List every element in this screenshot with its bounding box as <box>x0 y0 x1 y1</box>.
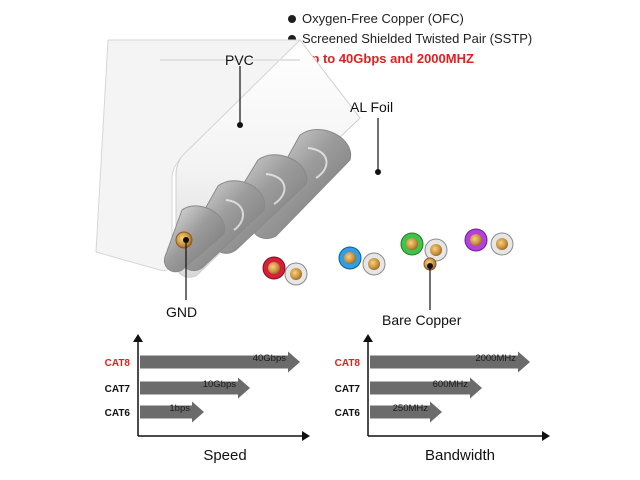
value-label: 600MHz <box>433 379 469 390</box>
category-label: CAT7 <box>105 384 131 395</box>
bullet-dot-icon <box>288 15 296 23</box>
value-label: 2000MHz <box>475 353 516 364</box>
feature-item-ofc: Oxygen-Free Copper (OFC) <box>288 9 532 29</box>
feature-text: Screened Shielded Twisted Pair (SSTP) <box>302 31 533 46</box>
bar-arrow <box>140 351 300 373</box>
gnd-label: GND <box>166 304 198 320</box>
feature-item-sstp: Screened Shielded Twisted Pair (SSTP) <box>288 29 532 49</box>
category-label: CAT8 <box>105 358 131 369</box>
category-label: CAT6 <box>105 408 131 419</box>
x-axis-label: Bandwidth <box>425 447 495 464</box>
feature-text: Up to 40Gbps and 2000MHZ <box>302 51 474 66</box>
bar-arrow <box>140 377 250 399</box>
pvc-label: PVC <box>225 52 254 68</box>
x-axis-label: Speed <box>203 447 246 464</box>
value-label: 250MHz <box>393 403 429 414</box>
category-label: CAT7 <box>335 384 361 395</box>
category-label: CAT8 <box>335 358 361 369</box>
feature-list: Oxygen-Free Copper (OFC) Screened Shield… <box>288 9 532 69</box>
x-axis-arrowhead <box>542 431 550 441</box>
al-foil-label: AL Foil <box>350 99 394 115</box>
value-label: 40Gbps <box>253 353 287 364</box>
bar-arrow <box>370 401 442 423</box>
bar-arrow <box>370 377 482 399</box>
bare-copper-label: Bare Copper <box>382 312 462 328</box>
cable-cross-section-icon <box>95 39 514 310</box>
y-axis-arrowhead <box>133 334 143 342</box>
value-label: 1bps <box>169 403 190 414</box>
value-label: 10Gbps <box>203 379 237 390</box>
category-label: CAT6 <box>335 408 361 419</box>
bullet-dot-icon <box>288 35 296 43</box>
x-axis-arrowhead <box>302 431 310 441</box>
bar-arrow <box>370 351 530 373</box>
y-axis-arrowhead <box>363 334 373 342</box>
bar-arrow <box>140 401 204 423</box>
feature-text: Oxygen-Free Copper (OFC) <box>302 11 464 26</box>
